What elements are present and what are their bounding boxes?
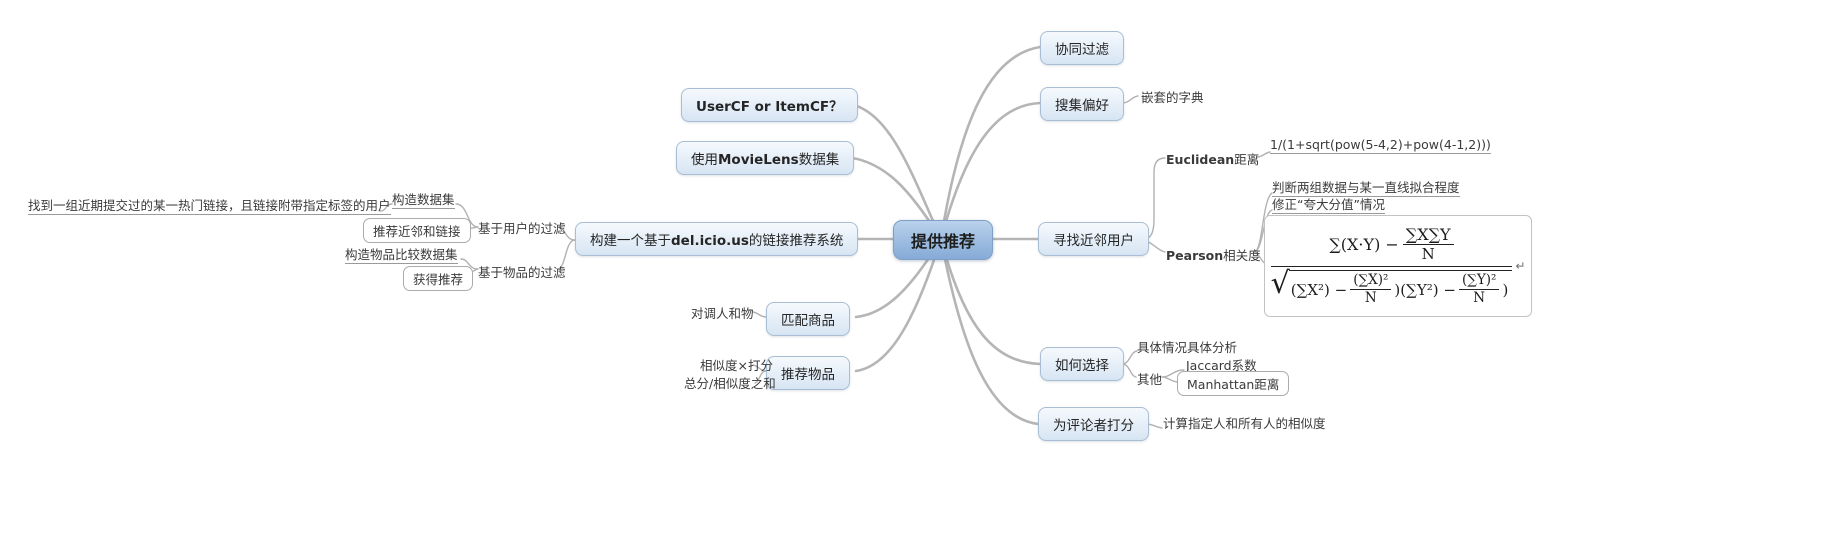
recommend-items-label: 推荐物品 xyxy=(781,367,835,383)
node-match-goods[interactable]: 匹配商品 xyxy=(766,302,850,336)
others-label: 其他 xyxy=(1137,372,1163,387)
formula-den-frac2-top: (∑Y)² xyxy=(1458,273,1500,290)
node-movielens[interactable]: 使用MovieLens数据集 xyxy=(676,141,855,175)
movielens-prefix: 使用 xyxy=(691,152,718,168)
node-get-recommendation[interactable]: 获得推荐 xyxy=(403,266,474,291)
nested-dict-label: 嵌套的字典 xyxy=(1141,90,1204,105)
pearson-suffix: 相关度 xyxy=(1223,248,1261,263)
node-root[interactable]: 提供推荐 xyxy=(893,220,994,260)
node-build-dataset[interactable]: 构造数据集 xyxy=(392,189,455,209)
jaccard-label: Jaccard系数 xyxy=(1186,358,1257,375)
usercf-itemcf-label: UserCF or ItemCF？ xyxy=(696,99,843,115)
node-dataset-note[interactable]: 找到一组近期提交过的某一热门链接，且链接附带指定标签的用户 xyxy=(28,195,391,215)
movielens-suffix: 数据集 xyxy=(798,152,840,168)
node-pearson-note-correction[interactable]: 修正“夸大分值”情况 xyxy=(1272,194,1385,214)
node-pearson-correlation[interactable]: Pearson相关度 xyxy=(1166,245,1261,264)
node-recommend-items[interactable]: 推荐物品 xyxy=(766,356,850,390)
node-nested-dict[interactable]: 嵌套的字典 xyxy=(1141,87,1204,106)
how-to-choose-label: 如何选择 xyxy=(1055,358,1109,374)
delicious-system-suffix: 的链接推荐系统 xyxy=(748,233,844,249)
formula-den-seg3: ) xyxy=(1502,280,1509,299)
delicious-system-prefix: 构建一个基于 xyxy=(590,233,671,249)
similarity-times-score-label: 相似度×打分 xyxy=(700,358,773,373)
node-pearson-note-fit-line[interactable]: 判断两组数据与某一直线拟合程度 xyxy=(1272,177,1460,197)
get-recommendation-label: 获得推荐 xyxy=(413,272,464,287)
recommend-neighbors-links-label: 推荐近邻和链接 xyxy=(373,224,461,239)
root-label: 提供推荐 xyxy=(911,232,976,251)
item-compare-dataset-label: 构造物品比较数据集 xyxy=(345,247,458,264)
node-swap-people-items[interactable]: 对调人和物 xyxy=(691,303,754,322)
pearson-note-fit-line-label: 判断两组数据与某一直线拟合程度 xyxy=(1272,180,1460,197)
node-user-based-filter[interactable]: 基于用户的过滤 xyxy=(478,218,566,237)
formula-den-seg1: (∑X²) − xyxy=(1290,280,1348,299)
euclidean-suffix: 距离 xyxy=(1234,152,1260,167)
user-based-filter-label: 基于用户的过滤 xyxy=(478,221,566,236)
node-usercf-itemcf[interactable]: UserCF or ItemCF？ xyxy=(681,88,858,122)
node-recommend-neighbors-links[interactable]: 推荐近邻和链接 xyxy=(363,218,471,243)
build-dataset-label: 构造数据集 xyxy=(392,192,455,209)
formula-numerator-frac-top: ∑X∑Y xyxy=(1402,225,1454,246)
item-based-filter-label: 基于物品的过滤 xyxy=(478,265,566,280)
node-case-by-case[interactable]: 具体情况具体分析 xyxy=(1137,337,1237,356)
match-goods-label: 匹配商品 xyxy=(781,313,835,329)
formula-numerator-text: ∑(X·Y) − xyxy=(1329,234,1399,254)
formula-radical: √ xyxy=(1270,266,1290,302)
total-over-similarity-label: 总分/相似度之和 xyxy=(684,376,776,391)
collaborative-filtering-label: 协同过滤 xyxy=(1055,42,1109,58)
node-others[interactable]: 其他 xyxy=(1137,369,1162,388)
node-jaccard[interactable]: Jaccard系数 xyxy=(1186,355,1257,375)
return-mark-icon: ↵ xyxy=(1515,259,1526,273)
euclidean-formula-label: 1/(1+sqrt(pow(5-4,2)+pow(4-1,2))) xyxy=(1270,137,1491,154)
dataset-note-label: 找到一组近期提交过的某一热门链接，且链接附带指定标签的用户 xyxy=(28,198,391,215)
find-neighbor-users-label: 寻找近邻用户 xyxy=(1053,233,1134,249)
node-item-compare-dataset[interactable]: 构造物品比较数据集 xyxy=(345,244,458,264)
pearson-bold: Pearson xyxy=(1166,248,1224,263)
score-reviewers-note-label: 计算指定人和所有人的相似度 xyxy=(1163,416,1326,431)
node-total-over-similarity[interactable]: 总分/相似度之和 xyxy=(684,373,776,392)
swap-people-items-label: 对调人和物 xyxy=(691,306,754,321)
node-euclidean-distance[interactable]: Euclidean距离 xyxy=(1166,149,1259,168)
node-how-to-choose[interactable]: 如何选择 xyxy=(1040,347,1124,381)
node-score-reviewers[interactable]: 为评论者打分 xyxy=(1038,407,1149,441)
formula-den-frac1-top: (∑X)² xyxy=(1350,273,1392,290)
case-by-case-label: 具体情况具体分析 xyxy=(1137,340,1238,355)
node-delicious-system[interactable]: 构建一个基于del.icio.us的链接推荐系统 xyxy=(575,222,859,256)
node-score-reviewers-note[interactable]: 计算指定人和所有人的相似度 xyxy=(1163,413,1326,432)
manhattan-label: Manhattan距离 xyxy=(1187,377,1280,392)
delicious-system-bold: del.icio.us xyxy=(671,233,749,249)
node-find-neighbor-users[interactable]: 寻找近邻用户 xyxy=(1038,222,1149,256)
movielens-bold: MovieLens xyxy=(718,152,799,168)
node-euclidean-formula[interactable]: 1/(1+sqrt(pow(5-4,2)+pow(4-1,2))) xyxy=(1270,137,1491,154)
formula-den-frac1-bottom: N xyxy=(1364,289,1377,306)
formula-numerator-frac-bottom: N xyxy=(1421,245,1435,264)
node-similarity-times-score[interactable]: 相似度×打分 xyxy=(700,355,773,374)
node-pearson-formula[interactable]: ∑(X·Y) − ∑X∑Y N √ (∑X²) − (∑X)² N )(∑Y²)… xyxy=(1264,215,1532,317)
node-collaborative-filtering[interactable]: 协同过滤 xyxy=(1040,31,1124,65)
pearson-formula-fraction: ∑(X·Y) − ∑X∑Y N √ (∑X²) − (∑X)² N )(∑Y²)… xyxy=(1270,225,1513,307)
formula-den-seg2: )(∑Y²) − xyxy=(1394,280,1456,299)
euclidean-bold: Euclidean xyxy=(1166,152,1235,167)
pearson-note-correction-label: 修正“夸大分值”情况 xyxy=(1272,197,1385,214)
score-reviewers-label: 为评论者打分 xyxy=(1053,418,1134,434)
collect-preferences-label: 搜集偏好 xyxy=(1055,98,1109,114)
node-manhattan[interactable]: Manhattan距离 xyxy=(1177,371,1290,396)
formula-den-frac2-bottom: N xyxy=(1473,289,1486,306)
node-collect-preferences[interactable]: 搜集偏好 xyxy=(1040,87,1124,121)
node-item-based-filter[interactable]: 基于物品的过滤 xyxy=(478,262,566,281)
